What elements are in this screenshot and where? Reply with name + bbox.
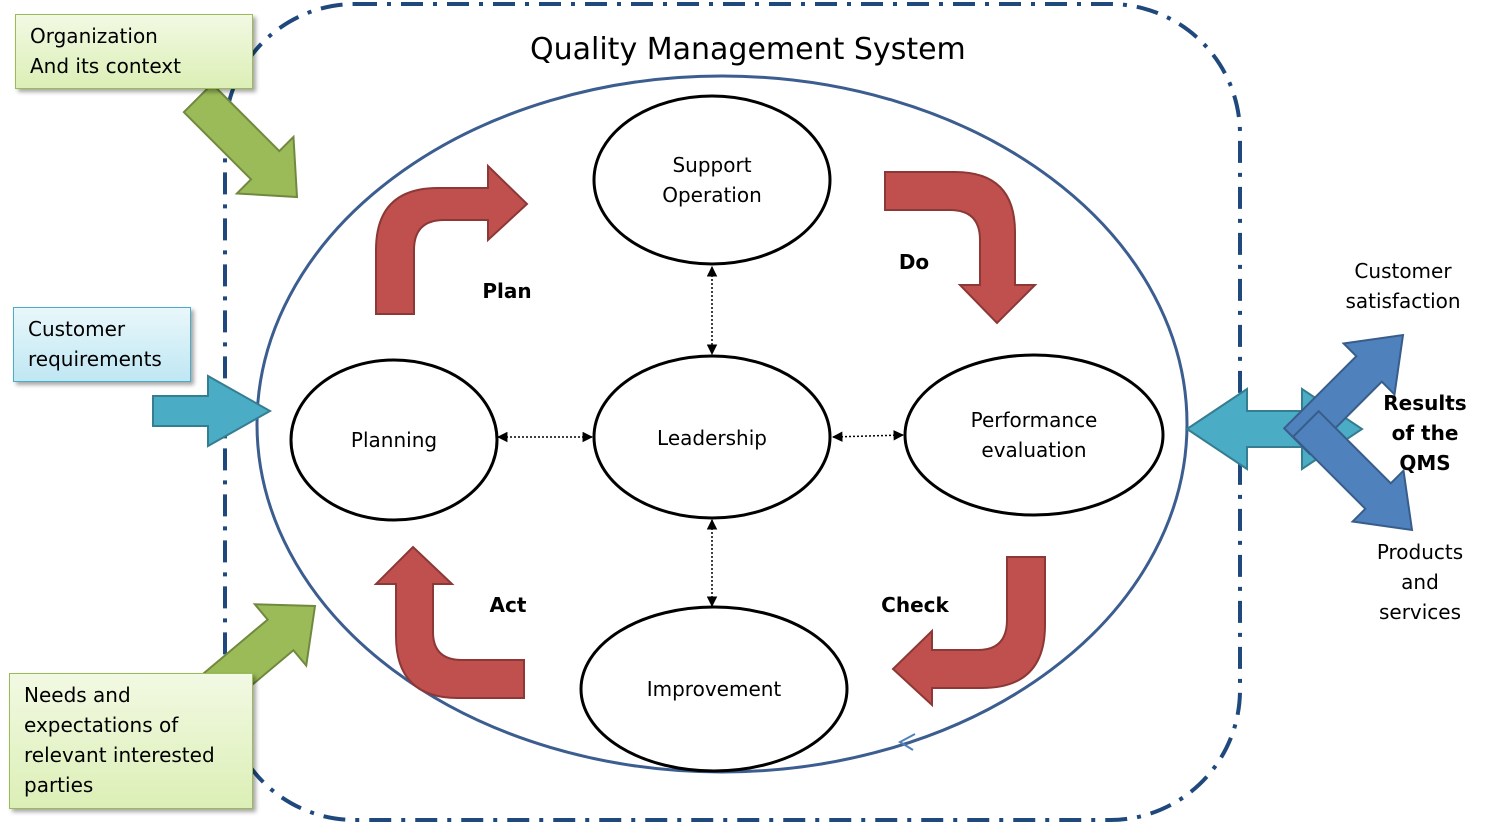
support-label-line-2: Operation <box>662 183 762 207</box>
interested-parties-box: Needs and expectations of relevant inter… <box>9 673 253 809</box>
results-line-3: QMS <box>1399 451 1451 475</box>
products-line-1: Products <box>1376 540 1464 564</box>
needs-line-1: Needs and <box>24 683 131 707</box>
performance-label-line-2: evaluation <box>981 438 1087 462</box>
performance-node <box>903 353 1165 517</box>
check-label: Check <box>881 593 949 617</box>
needs-line-4: parties <box>24 773 94 797</box>
act-label: Act <box>489 593 527 617</box>
organization-line-2: And its context <box>30 54 181 78</box>
do-label: Do <box>898 250 930 274</box>
leadership-node <box>592 354 832 520</box>
support-label-line-1: Support <box>672 153 752 177</box>
organization-line-1: Organization <box>30 24 158 48</box>
do-arrow <box>884 171 1038 325</box>
diagram-title: Quality Management System <box>530 32 966 67</box>
organization-context-box: Organization And its context <box>15 14 253 89</box>
products-services-label: Products and services <box>1340 537 1486 627</box>
plan-arrow <box>375 163 529 315</box>
customer-requirements-box: Customer requirements <box>13 307 191 382</box>
needs-line-2: expectations of <box>24 713 179 737</box>
customer-satisfaction-label: Customer satisfaction <box>1323 256 1483 316</box>
needs-line-3: relevant interested <box>24 743 215 767</box>
leadership-label: Leadership <box>657 426 767 450</box>
products-line-3: services <box>1378 600 1462 624</box>
improvement-label: Improvement <box>646 677 782 701</box>
results-line-2: of the <box>1391 421 1459 445</box>
planning-label: Planning <box>350 428 438 452</box>
performance-label-line-1: Performance <box>970 408 1098 432</box>
results-line-1: Results <box>1383 391 1467 415</box>
products-arrow <box>1291 409 1414 532</box>
satisfaction-line-2: satisfaction <box>1345 289 1461 313</box>
improvement-node <box>579 605 849 773</box>
support-label: Support Operation <box>612 150 812 210</box>
products-line-2: and <box>1401 570 1439 594</box>
check-arrow <box>891 556 1046 708</box>
satisfaction-line-1: Customer <box>1354 259 1452 283</box>
plan-label: Plan <box>482 279 532 303</box>
planning-node <box>289 358 499 522</box>
customer-requirements-line-1: Customer <box>28 317 126 341</box>
support-node <box>592 94 832 266</box>
ellipse-arrowhead <box>897 733 916 751</box>
results-qms-label: Results of the QMS <box>1365 388 1485 478</box>
act-arrow <box>373 545 525 699</box>
performance-label: Performance evaluation <box>934 405 1134 465</box>
customer-requirements-line-2: requirements <box>28 347 162 371</box>
customer-requirements-arrow <box>152 374 273 448</box>
leadership-performance-link <box>831 430 905 442</box>
organization-arrow <box>182 82 299 199</box>
